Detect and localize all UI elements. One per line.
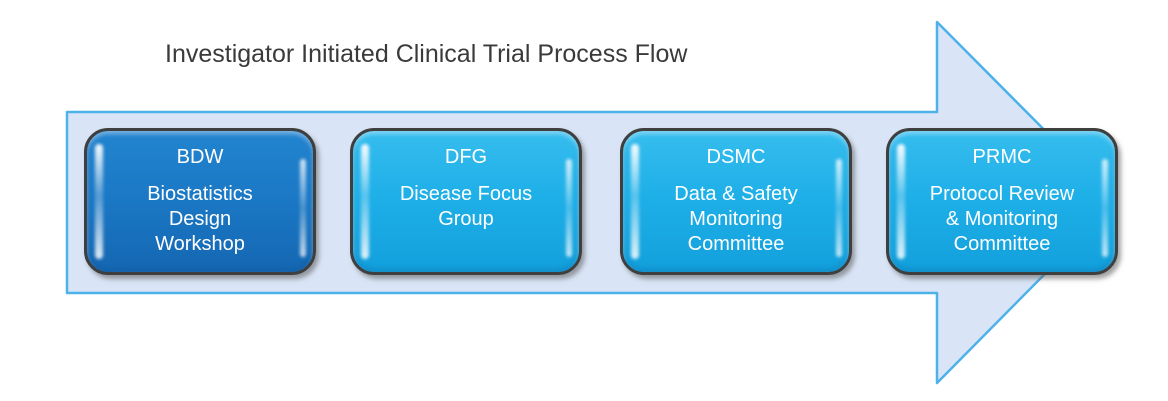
stage-line: Committee [953,233,1051,255]
stage-box-bdw: BDW Biostatistics Design Workshop [84,128,316,275]
stage-acronym: DSMC [706,146,766,168]
stage-description: Protocol Review & Monitoring Committee [889,182,1115,257]
stage-line: Monitoring [689,208,783,230]
stage-line: Protocol Review [929,183,1075,205]
stage-acronym: PRMC [972,146,1032,168]
stage-line: Committee [687,233,785,255]
stage-acronym: DFG [444,146,488,168]
stage-description: Biostatistics Design Workshop [87,182,313,257]
stage-line: Design [168,208,232,230]
stage-line: Workshop [155,233,245,255]
stage-line: Disease Focus [399,183,533,205]
stage-description: Data & Safety Monitoring Committee [623,182,849,257]
stage-box-prmc: PRMC Protocol Review & Monitoring Commit… [886,128,1118,275]
stage-line: Biostatistics [147,183,253,205]
stage-box-dfg: DFG Disease Focus Group [350,128,582,275]
process-arrow-shape [65,20,1118,385]
stage-line: Data & Safety [674,183,798,205]
stage-line: Group [438,208,494,230]
diagram-title: Investigator Initiated Clinical Trial Pr… [165,40,688,68]
stage-acronym: BDW [176,146,224,168]
stage-description: Disease Focus Group [353,182,579,232]
stage-line: & Monitoring [945,208,1059,230]
stage-box-dsmc: DSMC Data & Safety Monitoring Committee [620,128,852,275]
